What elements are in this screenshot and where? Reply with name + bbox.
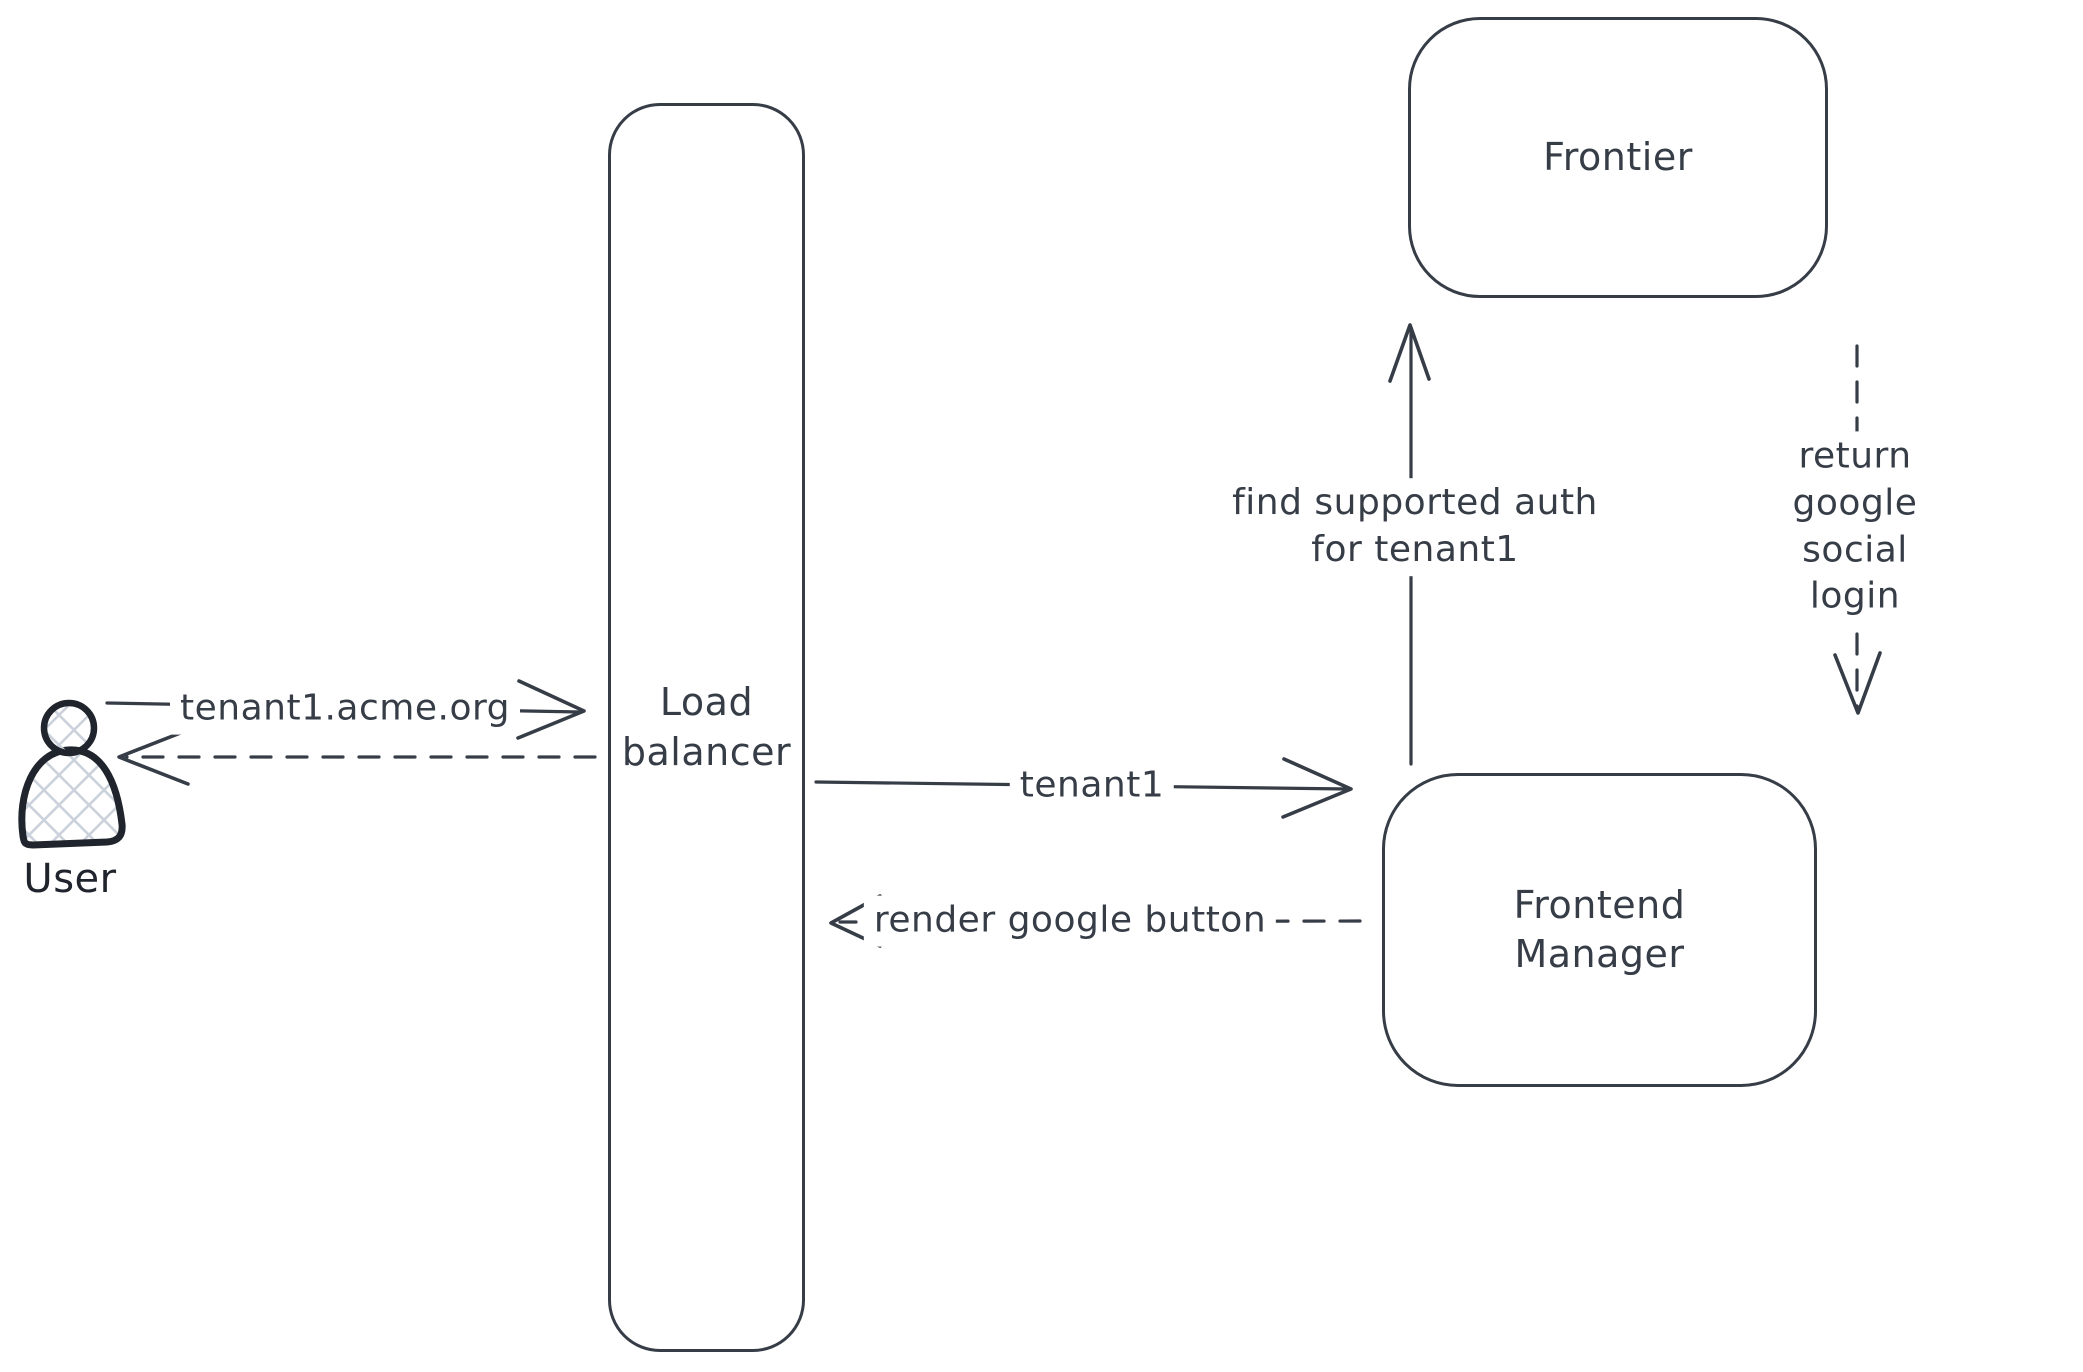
person-head bbox=[40, 699, 98, 757]
arrowhead-right-icon bbox=[1281, 757, 1353, 819]
edge-label-tenant1-acme-org: tenant1.acme.org bbox=[170, 683, 520, 735]
load-balancer-node: Load balancer bbox=[608, 103, 805, 1352]
edge-label-render-google-button: render google button bbox=[863, 895, 1277, 947]
edge-label-tenant1: tenant1 bbox=[1009, 760, 1175, 812]
frontend-manager-label: Frontend Manager bbox=[1513, 882, 1686, 976]
person-body bbox=[18, 746, 126, 849]
frontier-label: Frontier bbox=[1543, 134, 1693, 179]
arrowhead-right-icon bbox=[516, 679, 586, 740]
arrowhead-left-icon bbox=[829, 894, 882, 948]
user-icon bbox=[18, 699, 126, 849]
user-label: User bbox=[23, 856, 117, 902]
load-balancer-label: Load balancer bbox=[621, 680, 792, 774]
frontier-node: Frontier bbox=[1408, 17, 1828, 298]
arrowhead-left-icon bbox=[117, 728, 190, 786]
arrowhead-down-icon bbox=[1833, 651, 1882, 715]
frontend-manager-node: Frontend Manager bbox=[1382, 773, 1817, 1087]
arrow-load-balancer-to-user bbox=[117, 728, 597, 786]
edge-label-find-supported-auth: find supported auth for tenant1 bbox=[1222, 478, 1608, 576]
edge-label-return-google-social-login: return google social login bbox=[1741, 431, 1969, 623]
arrowhead-up-icon bbox=[1388, 323, 1431, 383]
